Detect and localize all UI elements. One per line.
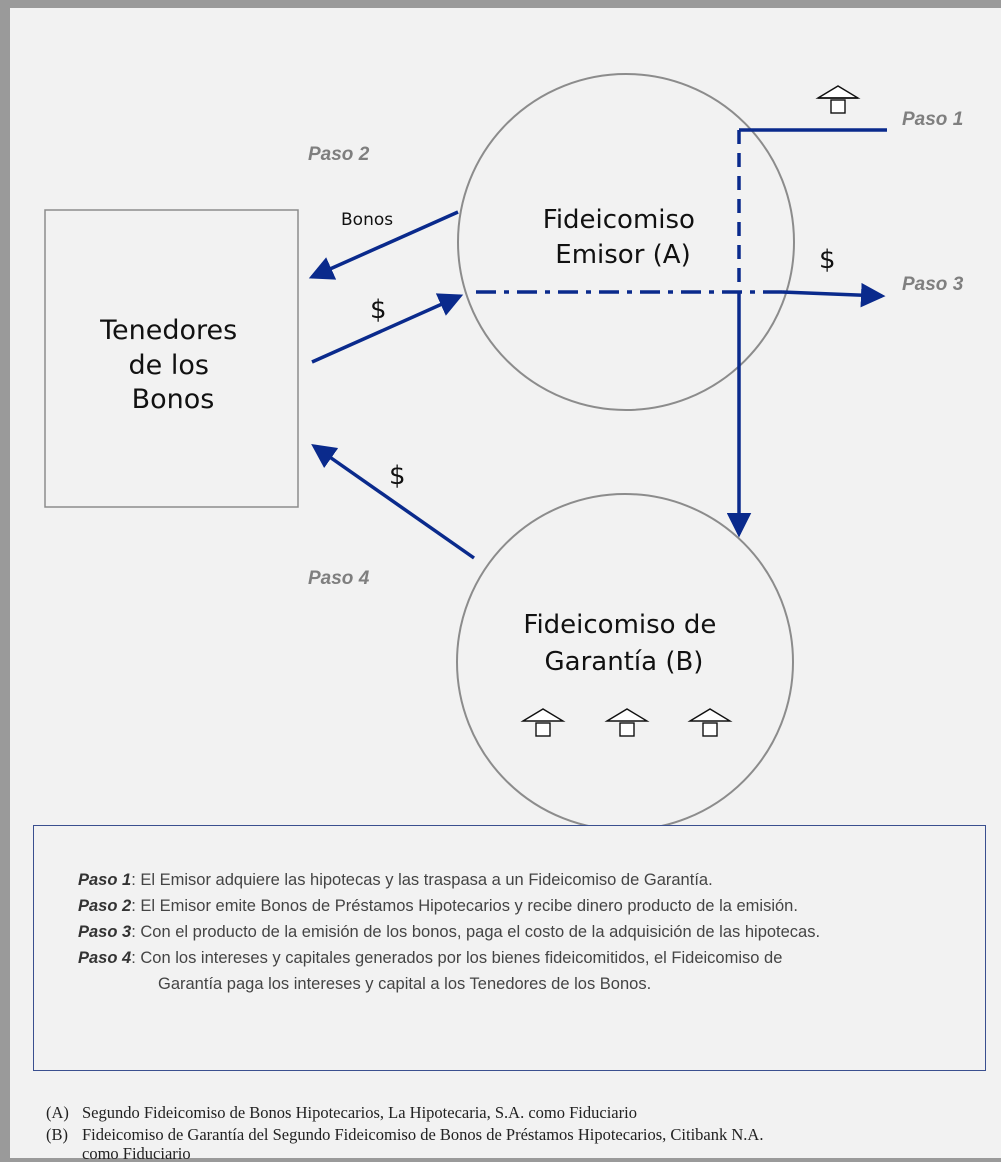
paso4-arrow: [311, 443, 476, 560]
house-icon: [520, 708, 566, 737]
bonos-arrow: [308, 210, 459, 280]
legend-item-continuation: Garantía paga los intereses y capital a …: [158, 975, 652, 993]
bonos-label: Bonos: [341, 210, 393, 230]
legend-item: Paso 3: Con el producto de la emisión de…: [78, 923, 820, 942]
legend-item: Paso 4: Con los intereses y capitales ge…: [78, 949, 782, 968]
dollar-in-arrow: [311, 293, 464, 364]
emisor-circle: [457, 73, 795, 411]
paso2-label: Paso 2: [308, 144, 370, 165]
legend-item-text: : Con los intereses y capitales generado…: [131, 949, 783, 967]
tenedores-label: Tenedores de los Bonos: [99, 315, 246, 415]
footnote-text: Segundo Fideicomiso de Bonos Hipotecario…: [82, 1103, 637, 1122]
legend-item-text: : El Emisor emite Bonos de Préstamos Hip…: [131, 897, 798, 915]
dollar-out-label: $: [819, 245, 836, 275]
legend-box: Paso 1: El Emisor adquiere las hipotecas…: [33, 825, 986, 1071]
paso1-label: Paso 1: [902, 109, 963, 130]
footnote-text: Fideicomiso de Garantía del Segundo Fide…: [82, 1125, 764, 1144]
footnote-continuation: como Fiduciario: [82, 1144, 191, 1163]
emisor-label: Fideicomiso Emisor (A): [543, 205, 703, 270]
footnote-key: (A): [46, 1103, 69, 1122]
paso4-label: Paso 4: [308, 568, 370, 589]
paso3-label: Paso 3: [902, 274, 964, 295]
footnote: (B) Fideicomiso de Garantía del Segundo F…: [46, 1125, 763, 1145]
garantia-label: Fideicomiso de Garantía (B): [523, 610, 724, 677]
house-icon: [687, 708, 733, 737]
dollar-back-label: $: [389, 461, 406, 491]
legend-item-label: Paso 4: [78, 949, 132, 967]
footnote: (A) Segundo Fideicomiso de Bonos Hipoteca…: [46, 1103, 637, 1123]
dollar-in-label: $: [370, 295, 387, 325]
legend-item-text: : Con el producto de la emisión de los b…: [131, 923, 821, 941]
legend-item-text: : El Emisor adquiere las hipotecas y las…: [131, 871, 713, 889]
house-icon: [604, 708, 650, 737]
legend-item: Paso 2: El Emisor emite Bonos de Préstam…: [78, 897, 798, 916]
legend-item-label: Paso 2: [78, 897, 132, 915]
house-icon: [815, 85, 861, 114]
footnote-key: (B): [46, 1125, 68, 1144]
legend-item-label: Paso 3: [78, 923, 132, 941]
legend-item: Paso 1: El Emisor adquiere las hipotecas…: [78, 871, 713, 890]
legend-item-label: Paso 1: [78, 871, 132, 889]
tenedores-box: [44, 209, 299, 508]
paso3-arrow: [781, 282, 886, 308]
